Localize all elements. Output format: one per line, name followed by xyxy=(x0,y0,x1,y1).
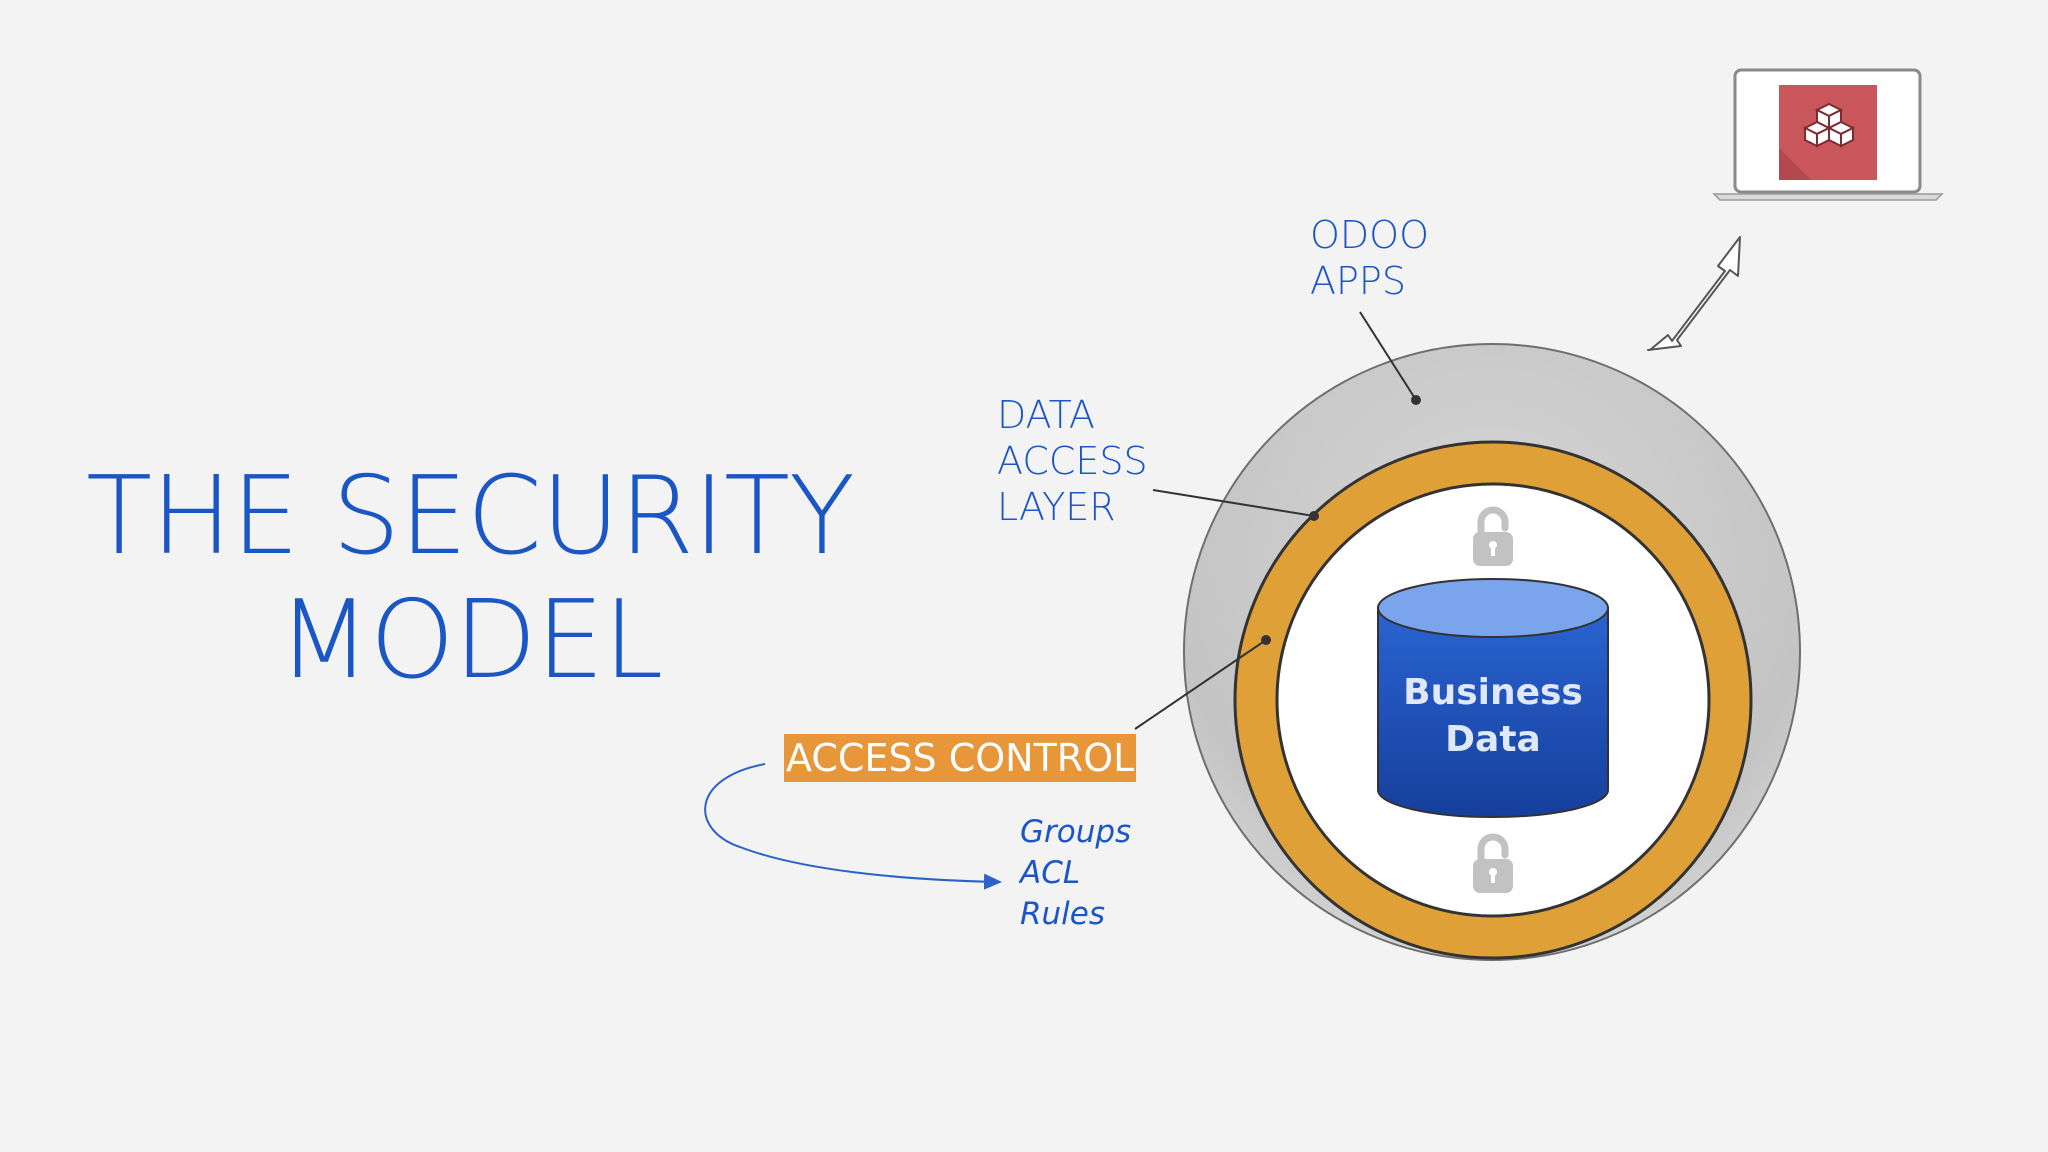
access-control-leader-dot xyxy=(1261,635,1271,645)
title-line-1: THE SECURITY xyxy=(86,454,855,579)
bidirectional-arrow-icon xyxy=(1647,236,1741,351)
data-access-leader-dot xyxy=(1309,511,1319,521)
access-control-label: ACCESS CONTROL xyxy=(784,734,1137,782)
data-access-line-1: DATA xyxy=(997,393,1095,437)
item-rules: Rules xyxy=(1020,896,1106,932)
title-line-2: MODEL xyxy=(277,578,664,703)
padlock-icon xyxy=(1473,506,1513,566)
business-data-line-1: Business xyxy=(1403,672,1583,713)
business-data-line-2: Data xyxy=(1445,719,1541,760)
data-access-layer-label: DATA ACCESS LAYER xyxy=(997,392,1148,530)
odoo-apps-label: ODOO APPS xyxy=(1310,212,1429,304)
access-control-items: Groups ACL Rules xyxy=(1020,812,1131,935)
odoo-apps-leader-dot xyxy=(1411,395,1421,405)
data-access-line-3: LAYER xyxy=(997,485,1116,529)
odoo-apps-line-2: APPS xyxy=(1310,259,1406,303)
access-control-curve-arrow xyxy=(704,763,1002,890)
item-acl: ACL xyxy=(1020,855,1081,891)
data-access-leader xyxy=(1152,489,1315,517)
stacked-cubes-icon xyxy=(1779,85,1877,180)
padlock-icon xyxy=(1473,833,1513,893)
access-control-leader xyxy=(1134,639,1267,730)
database-cylinder-icon xyxy=(1377,578,1609,818)
data-access-line-2: ACCESS xyxy=(997,439,1148,483)
slide-title: THE SECURITY MODEL xyxy=(60,455,880,703)
item-groups: Groups xyxy=(1020,814,1132,850)
odoo-apps-leader xyxy=(1359,311,1417,401)
odoo-apps-line-1: ODOO xyxy=(1310,213,1429,257)
